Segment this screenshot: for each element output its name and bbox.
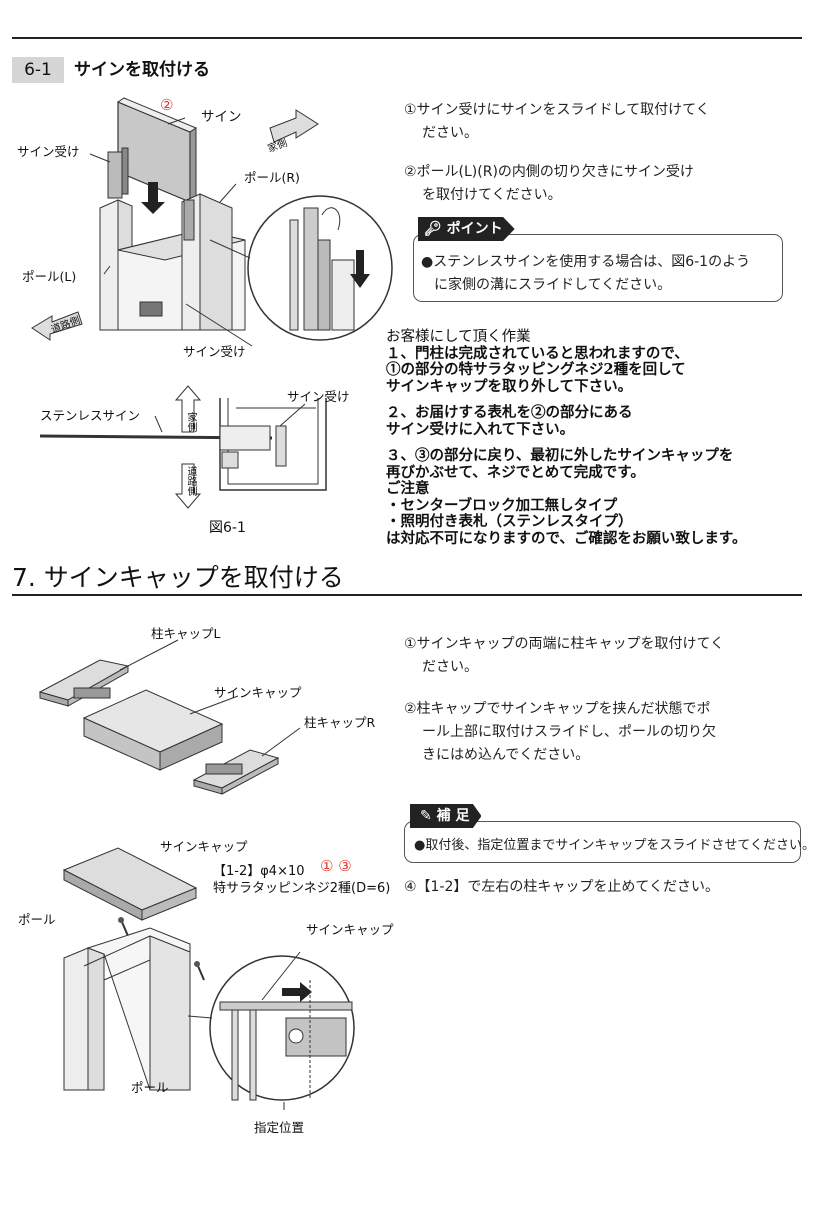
step-1-line1: ①サイン受けにサインをスライドして取付けてく <box>404 102 710 118</box>
note-c1: ・センターブロック加工無しタイプ <box>386 496 618 514</box>
label-road-side-section: 道路側 <box>185 466 196 496</box>
label-pole-r: ポール(R) <box>244 170 300 185</box>
sign-cap-assembly-illustration <box>38 639 301 795</box>
label-sign-cap-detail: サインキャップ <box>306 922 394 937</box>
label-screw-spec1: 【1-2】φ4×10 <box>213 864 305 879</box>
step7-4: ④【1-2】で左右の柱キャップを止めてください。 <box>404 879 719 895</box>
section-number: 6-1 <box>12 57 64 83</box>
step7-1-line1: ①サインキャップの両端に柱キャップを取付けてく <box>404 636 725 652</box>
step7-1: ①サインキャップの両端に柱キャップを取付けてく ださい。 <box>404 633 724 679</box>
note-c3: は対応不可になりますので、ご確認をお願い致します。 <box>386 529 747 547</box>
cross-section-diagram <box>39 385 327 509</box>
step-2-line2: を取付けてください。 <box>422 187 562 203</box>
supplement-box <box>404 821 801 863</box>
label-pole-bottom: ポール <box>131 1080 169 1095</box>
top-rule <box>12 37 802 39</box>
step-1-line2: ださい。 <box>422 125 478 141</box>
label-post-cap-r: 柱キャップR <box>304 715 376 730</box>
note-p3b: 再びかぶせて、ネジでとめて完成です。 <box>386 463 645 481</box>
label-house-side-section: 家側 <box>185 412 196 432</box>
label-post-cap-l: 柱キャップL <box>151 626 221 641</box>
step7-2-line1: ②柱キャップでサインキャップを挟んだ状態でポ <box>404 701 711 717</box>
label-designated-position: 指定位置 <box>254 1120 305 1135</box>
key-icon: 🔑︎ <box>424 221 442 237</box>
step-2-line1: ②ポール(L)(R)の内側の切り欠きにサイン受け <box>404 164 694 180</box>
note-p1c: サインキャップを取り外して下さい。 <box>386 377 633 395</box>
point-tag: 🔑︎ ポイント <box>418 217 515 241</box>
step7-1-line2: ださい。 <box>422 659 478 675</box>
label-screw-circles: ① ③ <box>320 857 352 875</box>
label-stainless-sign: ステンレスサイン <box>40 408 141 423</box>
customer-note: お客様にして頂く作業 １、門柱は完成されていると思われますので、 ①の部分の特サ… <box>386 329 746 547</box>
point-line1: ●ステンレスサインを使用する場合は、図6-1のよう <box>421 254 751 270</box>
step7-2-line2: ール上部に取付けスライドし、ポールの切り欠 <box>422 724 716 740</box>
pencil-icon: ✎ <box>420 808 432 824</box>
note-p2a: ２、お届けする表札を②の部分にある <box>386 404 633 421</box>
figure-caption: 図6-1 <box>209 520 246 536</box>
section7-rule <box>12 594 802 596</box>
label-sign-holder-bottom: サイン受け <box>183 344 246 359</box>
note-caution: ご注意 <box>386 480 430 497</box>
label-screw-spec2: 特サラタッピンネジ2種(D=6) <box>213 881 391 896</box>
note-p1b: ①の部分の特サラタッピングネジ2種を回して <box>386 361 686 378</box>
label-sign-cap-top: サインキャップ <box>214 685 302 700</box>
label-sign-cap-mid: サインキャップ <box>160 839 248 854</box>
sign-cap-install-illustration <box>62 847 355 1110</box>
sign-mount-illustration <box>31 97 393 347</box>
note-p3a: ３、③の部分に戻り、最初に外したサインキャップを <box>386 447 734 464</box>
step7-2-line3: きにはめ込んでください。 <box>422 747 590 763</box>
label-circle-2: ② <box>160 96 174 114</box>
label-sign-holder-top: サイン受け <box>17 144 80 159</box>
point-tag-label: ポイント <box>446 221 503 237</box>
label-pole-top: ポール <box>18 912 56 927</box>
step-2: ②ポール(L)(R)の内側の切り欠きにサイン受け を取付けてください。 <box>404 161 694 207</box>
supplement-tag-label: 補 足 <box>436 808 470 824</box>
supplement-tag: ✎ 補 足 <box>410 804 482 828</box>
step-1: ①サイン受けにサインをスライドして取付けてく ださい。 <box>404 99 710 145</box>
label-pole-l: ポール(L) <box>22 269 77 284</box>
section-title: サインを取付ける <box>74 60 210 80</box>
note-p1a: １、門柱は完成されていると思われますので、 <box>386 344 689 362</box>
note-p2b: サイン受けに入れて下さい。 <box>386 420 575 438</box>
label-sign-holder-section: サイン受け <box>287 389 350 404</box>
note-heading: お客様にして頂く作業 <box>386 329 531 345</box>
point-line2: に家側の溝にスライドしてください。 <box>434 277 672 293</box>
step7-2: ②柱キャップでサインキャップを挟んだ状態でポ ール上部に取付けスライドし、ポール… <box>404 698 716 767</box>
supplement-text: ●取付後、指定位置までサインキャップをスライドさせてください。 <box>414 838 815 853</box>
section7-title: 7. サインキャップを取付ける <box>12 563 344 592</box>
point-box <box>413 234 783 302</box>
label-sign: サイン <box>201 109 242 125</box>
note-c2: ・照明付き表札（ステンレスタイプ） <box>386 513 633 530</box>
